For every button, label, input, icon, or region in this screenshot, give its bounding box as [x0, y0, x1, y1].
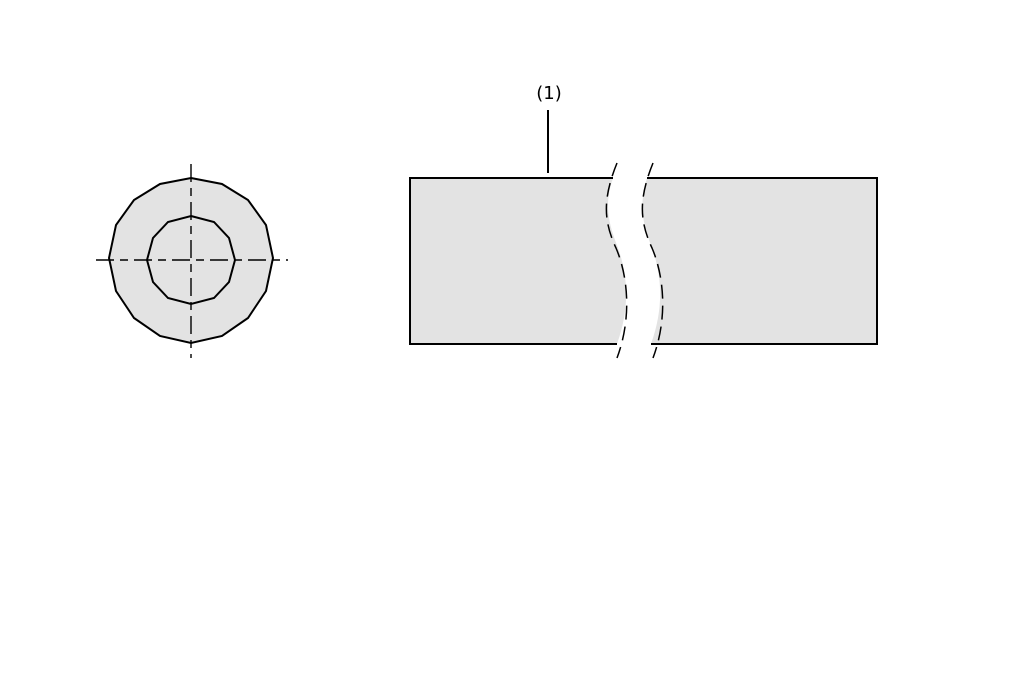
end-view	[96, 164, 288, 358]
side-view-left-section	[410, 178, 627, 344]
side-view-right-section	[642, 178, 877, 344]
side-view-left-outline	[409, 177, 617, 345]
side-view-right-outline	[647, 177, 878, 345]
callout-label: (1)	[536, 83, 562, 104]
break-line-right	[641, 162, 664, 359]
break-line-left	[605, 162, 628, 359]
side-view: (1)	[409, 83, 878, 359]
